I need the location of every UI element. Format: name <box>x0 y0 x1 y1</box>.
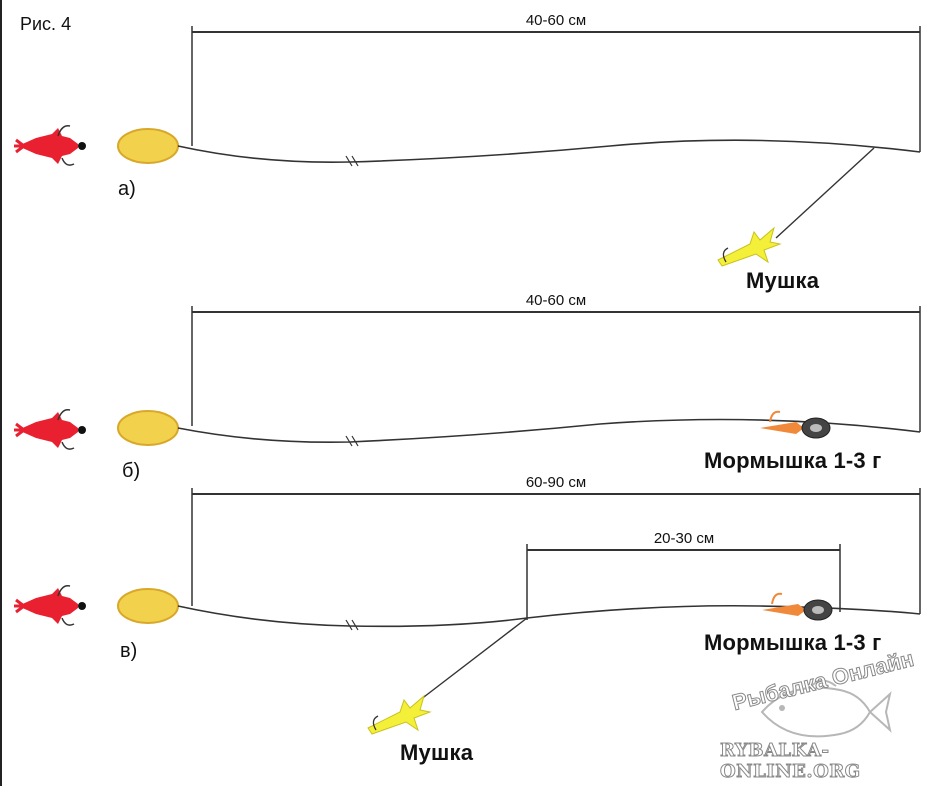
squid-lure-icon <box>12 408 88 451</box>
sub-label-a: а) <box>118 178 136 200</box>
fish-icon <box>760 679 892 738</box>
fly-icon <box>367 694 432 735</box>
float-icon <box>117 588 179 624</box>
rig-c <box>12 488 921 735</box>
squid-lure-icon <box>12 124 88 167</box>
sub-label-c: в) <box>120 640 138 662</box>
distance-label-a: 40-60 см <box>522 12 590 29</box>
distance-label-c: 60-90 см <box>522 474 590 491</box>
lure2-label-c: Мушка <box>400 740 474 765</box>
watermark <box>760 679 892 738</box>
lure-label-b: Мормышка 1-3 г <box>704 448 882 473</box>
mormyshka-icon <box>760 410 831 439</box>
rig-b <box>12 306 921 451</box>
float-icon <box>117 128 179 164</box>
line-break-mark <box>345 155 359 167</box>
main-line <box>177 418 921 444</box>
lure-label-a: Мушка <box>746 268 820 293</box>
inner-distance-label-c: 20-30 см <box>650 530 718 547</box>
lure-label-c: Мормышка 1-3 г <box>704 630 882 655</box>
distance-label-b: 40-60 см <box>522 292 590 309</box>
dropper-line <box>419 617 528 701</box>
mormyshka-icon <box>762 592 833 621</box>
line-break-mark <box>345 435 359 447</box>
fly-icon <box>717 226 782 267</box>
figure-label: Рис. 4 <box>20 14 72 34</box>
left-border <box>0 0 2 786</box>
float-icon <box>117 410 179 446</box>
squid-lure-icon <box>12 584 88 627</box>
rig-a <box>12 26 921 267</box>
sub-label-b: б) <box>122 460 141 482</box>
watermark-url: RYBALKA-ONLINE.ORG <box>720 740 861 783</box>
dropper-line <box>775 147 875 239</box>
main-line <box>177 139 921 163</box>
line-break-mark <box>345 619 359 631</box>
